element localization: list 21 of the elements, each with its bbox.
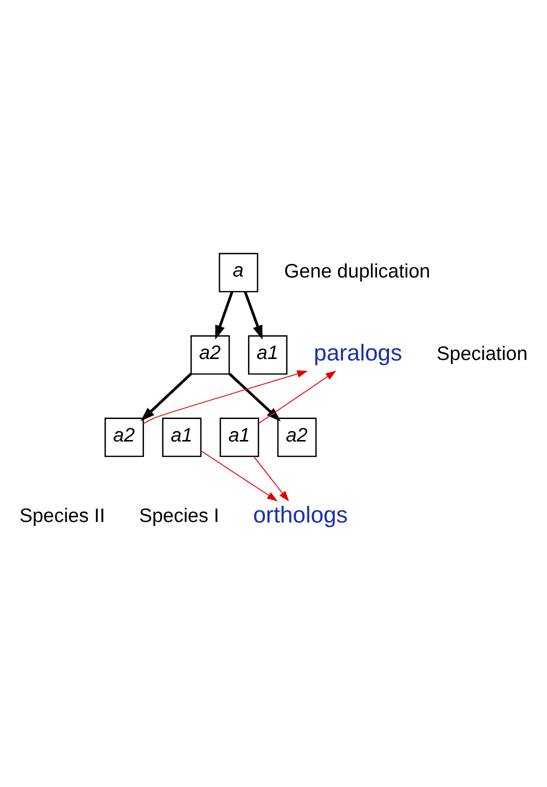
node-text: orthologs <box>253 502 348 528</box>
arrow <box>142 370 308 424</box>
arrow <box>228 372 281 422</box>
node-box: a <box>218 252 258 292</box>
node-box: a1 <box>162 418 202 458</box>
label: Species II <box>19 505 105 528</box>
node-box: a2 <box>277 418 317 458</box>
arrow <box>258 370 336 424</box>
arrow <box>140 372 192 422</box>
node-box: a1 <box>248 335 288 375</box>
node-box: a1 <box>220 418 260 458</box>
arrow <box>244 291 262 340</box>
label: Speciation <box>436 342 528 365</box>
label: Gene duplication <box>284 260 430 283</box>
arrow <box>215 291 234 340</box>
arrow <box>200 450 278 502</box>
node-text: paralogs <box>314 340 402 366</box>
label: Species I <box>139 505 220 528</box>
node-box: a2 <box>104 418 144 458</box>
node-box: a2 <box>190 335 230 375</box>
arrow <box>253 456 290 502</box>
